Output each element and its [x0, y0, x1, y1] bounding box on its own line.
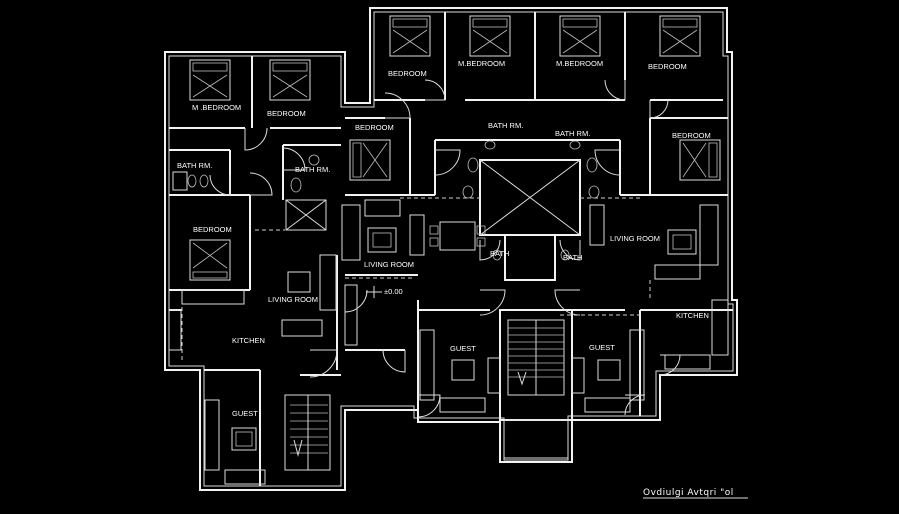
beds [189, 15, 721, 281]
label-bedroom-left-mid: BEDROOM [193, 225, 232, 234]
label-bath-center-b: BATH RM. [555, 129, 590, 138]
level-marker: ±0.00 [366, 286, 403, 298]
drawing-caption: Ovdiulgi Avtqri "ol [643, 488, 734, 498]
label-bedroom-mid-left: BEDROOM [355, 123, 394, 132]
label-m-bedroom-top-2: M.BEDROOM [458, 59, 505, 68]
label-bath-center-a: BATH RM. [488, 121, 523, 130]
level-mark-text: ±0.00 [384, 287, 403, 296]
label-guest-right: GUEST [589, 343, 615, 352]
label-living-center: LIVING ROOM [364, 260, 414, 269]
label-guest-center: GUEST [450, 344, 476, 353]
label-bath-small-b: BATH [563, 253, 582, 262]
label-bedroom-left-top: BEDROOM [267, 109, 306, 118]
outer-walls [164, 7, 738, 491]
stairs [290, 319, 569, 470]
label-m-bedroom-top-3: M.BEDROOM [556, 59, 603, 68]
label-living-left: LIVING ROOM [268, 295, 318, 304]
label-living-right: LIVING ROOM [610, 234, 660, 243]
label-m-bedroom-left: M .BEDROOM [192, 103, 241, 112]
label-bath-small-a: BATH [490, 249, 509, 258]
door-swings [209, 79, 681, 418]
label-bedroom-mid-right: BEDROOM [672, 131, 711, 140]
label-bath-left-b: BATH RM. [295, 165, 330, 174]
room-labels: M .BEDROOM BEDROOM BATH RM. BATH RM. BED… [177, 59, 711, 418]
label-bedroom-top-4: BEDROOM [648, 62, 687, 71]
label-kitchen-right: KITCHEN [676, 311, 709, 320]
label-guest-left: GUEST [232, 409, 258, 418]
label-kitchen-left: KITCHEN [232, 336, 265, 345]
bath-fixtures [172, 140, 600, 261]
furniture [168, 199, 729, 485]
label-bath-left-a: BATH RM. [177, 161, 212, 170]
label-bedroom-top-1: BEDROOM [388, 69, 427, 78]
